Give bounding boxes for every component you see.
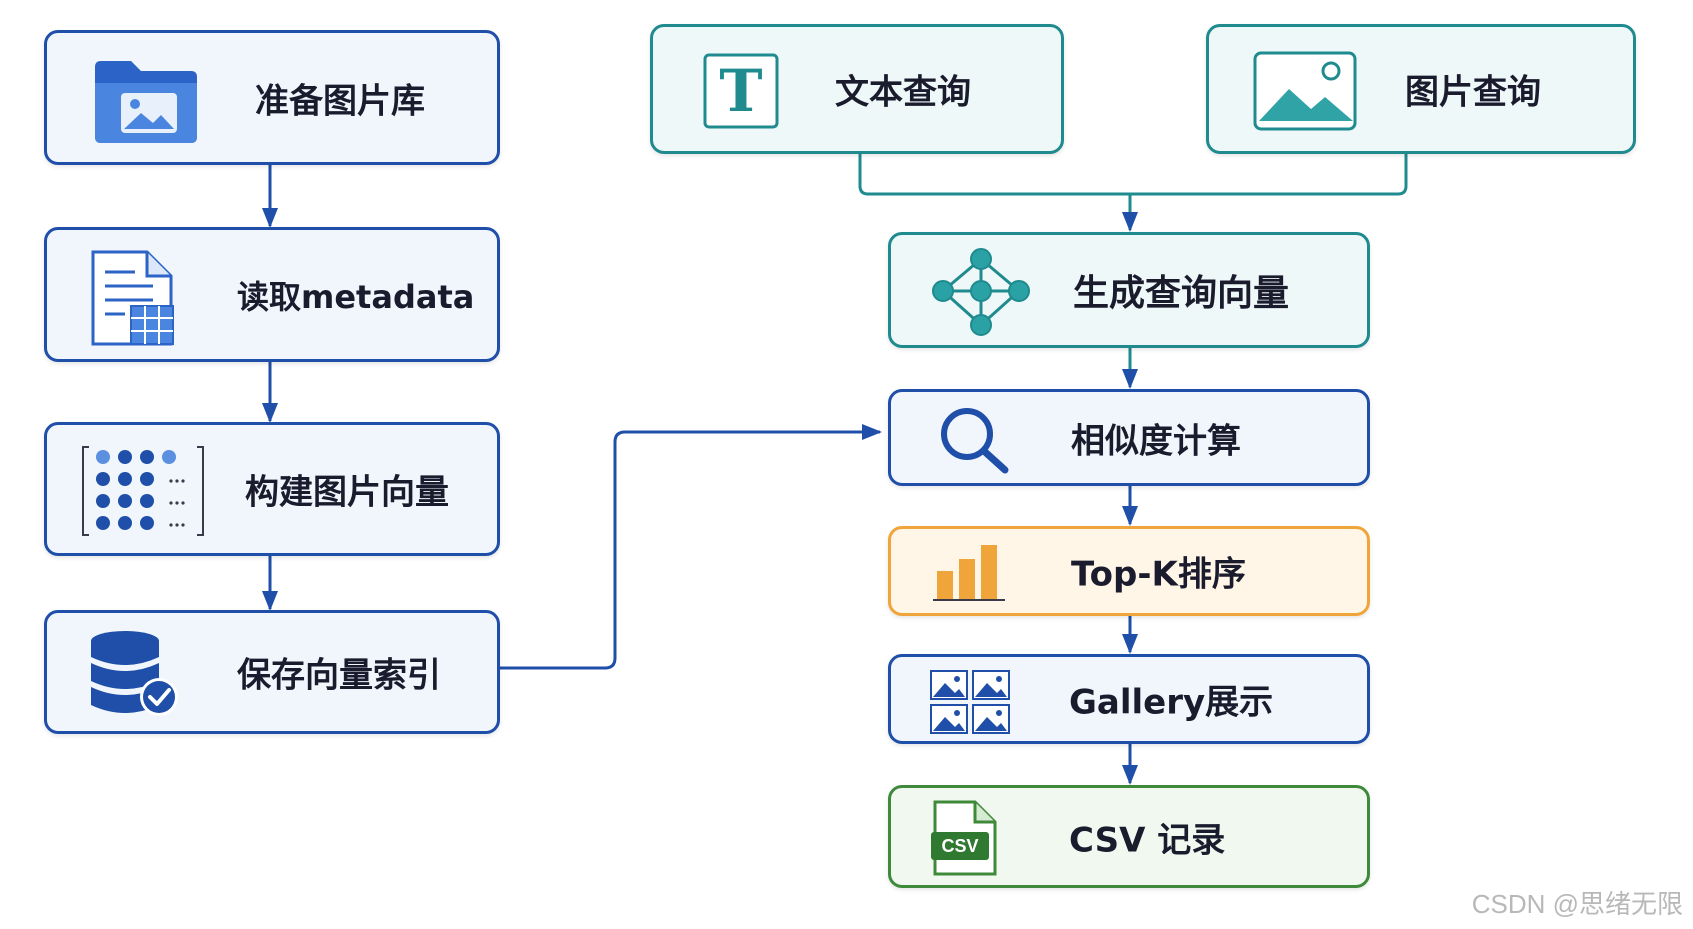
watermark: CSDN @思绪无限 bbox=[1471, 889, 1683, 919]
node-prepare-library: 准备图片库 bbox=[44, 30, 500, 165]
arrow-queries-merge bbox=[858, 154, 1408, 196]
node-label: Gallery展示 bbox=[1069, 682, 1274, 723]
node-topk-sort: Top-K排序 bbox=[888, 526, 1370, 616]
text-t-icon: T bbox=[703, 53, 779, 129]
text-icon-glyph: T bbox=[719, 57, 763, 125]
csv-file-icon: CSV bbox=[931, 798, 999, 878]
arrow-save-to-similarity bbox=[500, 424, 882, 670]
image-gallery-icon bbox=[929, 669, 1011, 735]
node-label: 准备图片库 bbox=[255, 81, 425, 121]
bar-chart-icon bbox=[933, 541, 1009, 603]
node-gallery-display: Gallery展示 bbox=[888, 654, 1370, 744]
image-picture-icon bbox=[1253, 51, 1357, 131]
node-read-metadata: 读取metadata bbox=[44, 227, 500, 362]
node-build-image-vectors: 构建图片向量 bbox=[44, 422, 500, 556]
network-graph-icon bbox=[929, 247, 1033, 337]
folder-image-icon bbox=[91, 57, 201, 147]
node-label: 保存向量索引 bbox=[237, 655, 441, 696]
vector-matrix-icon bbox=[81, 443, 205, 539]
node-similarity-calc: 相似度计算 bbox=[888, 389, 1370, 486]
node-label: 文本查询 bbox=[835, 72, 971, 113]
node-label: 相似度计算 bbox=[1071, 421, 1241, 461]
node-text-query: T 文本查询 bbox=[650, 24, 1064, 154]
node-save-vector-index: 保存向量索引 bbox=[44, 610, 500, 734]
node-image-query: 图片查询 bbox=[1206, 24, 1636, 154]
search-magnifier-icon bbox=[937, 404, 1013, 476]
spreadsheet-document-icon bbox=[89, 248, 179, 348]
node-label: 构建图片向量 bbox=[245, 472, 449, 513]
node-label: 图片查询 bbox=[1405, 72, 1541, 113]
node-csv-log: CSV CSV 记录 bbox=[888, 785, 1370, 888]
node-generate-query-vector: 生成查询向量 bbox=[888, 232, 1370, 348]
node-label: 生成查询向量 bbox=[1073, 273, 1290, 314]
node-label: CSV 记录 bbox=[1069, 820, 1226, 860]
csv-icon-text: CSV bbox=[941, 836, 979, 856]
node-label: 读取metadata bbox=[237, 277, 475, 316]
database-check-icon bbox=[87, 629, 183, 721]
node-label: Top-K排序 bbox=[1071, 554, 1246, 595]
